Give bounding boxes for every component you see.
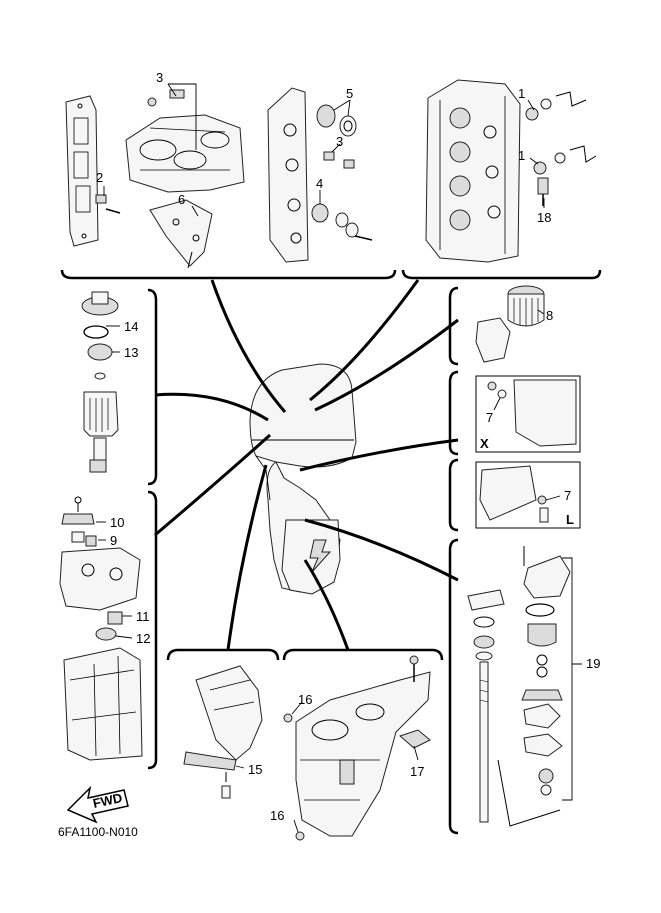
water-pump-drive-shaft [467,589,505,823]
callout-7-x: 7 [486,410,493,425]
oil-filter-assembly [475,285,545,363]
callout-5: 5 [346,86,353,101]
variant-x-detail [487,379,577,447]
left-lower-bracket [147,490,158,770]
part-5-seal [316,104,357,137]
callout-18: 18 [537,210,551,225]
right-bracket-7l [448,458,459,532]
crankcase-assembly [125,89,245,193]
callout-13: 13 [124,345,138,360]
callout-16-upper: 16 [298,692,312,707]
callout-12: 12 [136,631,150,646]
callout-9: 9 [110,533,117,548]
callout-11: 11 [136,609,150,624]
part-1-valve-a [525,91,587,121]
callout-7-l: 7 [564,488,571,503]
fuel-filter-assembly [81,291,119,473]
callout-16-lower: 16 [270,808,284,823]
callout-8: 8 [546,308,553,323]
cylinder-block-left [267,87,309,263]
part-19-bracket [562,557,582,801]
callout-1-upper: 1 [518,86,525,101]
callout-15: 15 [248,762,262,777]
part-3-bushing-b [323,151,355,169]
variant-l-detail [479,465,549,523]
part-2-fitting [95,194,121,214]
water-pump-housing [497,546,571,827]
callout-19: 19 [586,656,600,671]
bottom-middle-bracket [282,648,444,661]
outboard-motor-silhouette [249,363,357,595]
right-bracket-7x [448,370,459,456]
variant-x-frame [475,375,581,453]
fwd-label: FWD [92,790,124,811]
callout-3-lower: 3 [336,134,343,149]
drawing-code: 6FA1100-N010 [58,825,138,839]
variant-l-frame [475,461,581,529]
right-bracket-8 [448,286,459,366]
left-upper-bracket [147,288,158,486]
variant-x-label: X [480,436,489,451]
top-left-bracket [60,269,397,280]
callout-14: 14 [124,319,138,334]
part-18-sensor [537,177,549,206]
callout-1-lower: 1 [518,148,525,163]
callout-2: 2 [96,170,103,185]
vapor-separator-assembly [59,496,143,761]
section-leader-lines [154,279,459,651]
cylinder-head [425,79,521,263]
lower-casing-assembly [283,655,431,841]
callout-4: 4 [316,176,323,191]
gasket-plate [65,95,99,247]
upper-casing-part-15 [183,665,263,799]
bracket-part-6 [149,199,213,269]
fwd-arrow-icon: FWD [66,785,129,824]
part-1-valve-b [533,145,597,175]
callout-10: 10 [110,515,124,530]
top-right-bracket [401,269,602,280]
callout-3-upper: 3 [156,70,163,85]
right-bracket-19 [448,538,459,835]
variant-l-label: L [566,512,574,527]
callout-leaders [96,83,561,833]
callout-17: 17 [410,764,424,779]
callout-6: 6 [178,192,185,207]
part-4-seal [311,203,373,241]
bottom-left-bracket [166,648,280,661]
